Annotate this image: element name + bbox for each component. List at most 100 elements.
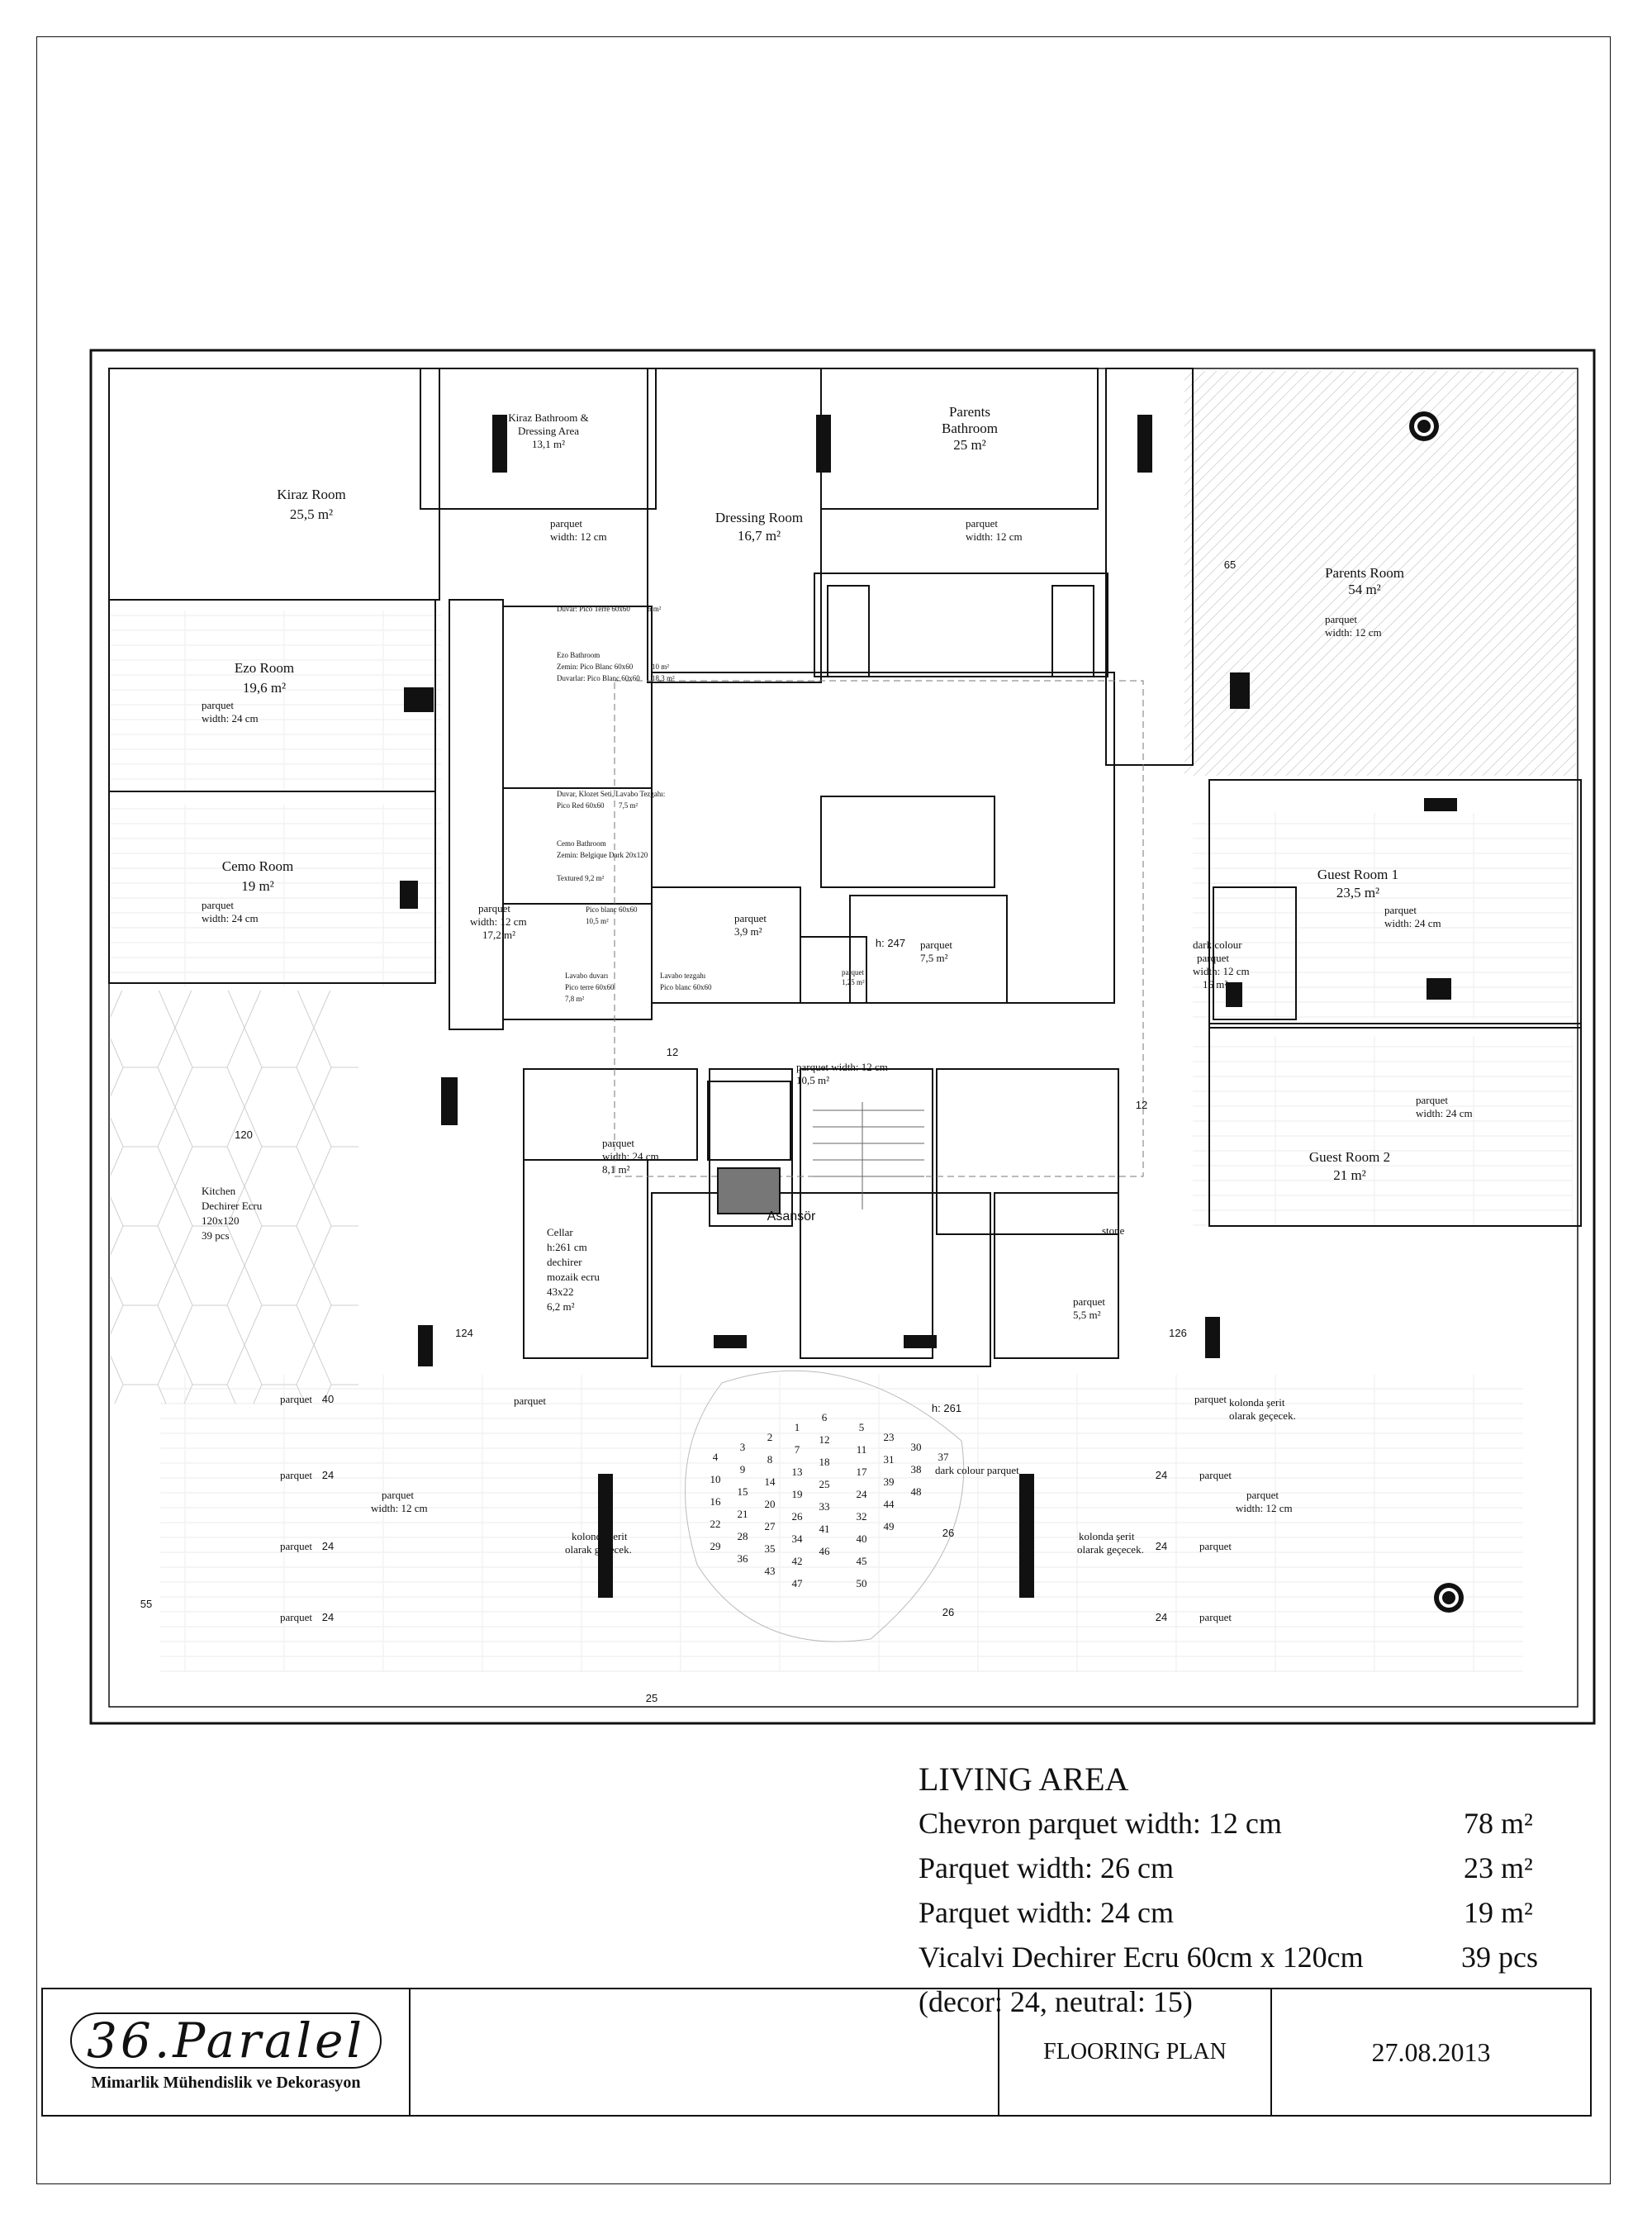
outer-wall (89, 349, 1596, 1725)
tile-number: 18 (819, 1456, 830, 1468)
ezo-bath-1: Ezo Bathroom (557, 651, 600, 659)
guest-room-2-width: width: 24 cm (1416, 1107, 1473, 1119)
cellar-line6: 6,2 m² (547, 1300, 575, 1313)
tile-number: 17 (857, 1466, 868, 1478)
drawing-sheet: Kiraz Room 25,5 m² Dressing Room 16,7 m²… (36, 36, 1611, 2184)
small-c-area: 1,25 m² (842, 978, 865, 986)
living-left-b: width: 12 cm (371, 1502, 428, 1514)
height-261: h: 261 (932, 1402, 961, 1414)
tile-number: 48 (911, 1485, 922, 1498)
guest-room-1-area: 23,5 m² (1336, 885, 1379, 900)
ezo-room-area: 19,6 m² (243, 680, 286, 696)
tile-number: 31 (884, 1453, 895, 1466)
cemo-room-parquet (111, 805, 441, 986)
tile-number: 15 (738, 1485, 748, 1498)
summary-row-label: Parquet width: 24 cm (919, 1896, 1174, 1929)
kitchen-line1: Kitchen (202, 1185, 236, 1197)
ezo-bath-3a: 18,3 m² (652, 674, 675, 682)
title-block-blank (411, 1989, 999, 2115)
ezo-room-name: Ezo Room (235, 660, 294, 676)
tile-number: 19 (792, 1488, 803, 1500)
pico-blanc-2: 10,5 m² (586, 917, 609, 925)
lavabo-duvari-3: 7,8 m² (565, 995, 585, 1003)
hall-parquet-b: width: 12 cm (470, 915, 527, 928)
ezo-bath-2a: 10 m² (652, 663, 669, 671)
tile-number: 42 (792, 1555, 803, 1567)
company-subtitle: Mimarlik Mühendislik ve Dekorasyon (91, 2073, 361, 2092)
guest-room-2-floor: parquet (1416, 1094, 1448, 1106)
summary-row: Chevron parquet width: 12 cm 78 m² (919, 1801, 1538, 1846)
dressing-parquet-a: parquet (966, 517, 998, 530)
floor-plan: Kiraz Room 25,5 m² Dressing Room 16,7 m²… (36, 36, 1611, 2184)
small-a-floor: parquet (734, 912, 767, 924)
dark-colour-c: width: 12 cm (1193, 965, 1250, 977)
cellar-line2: h:261 cm (547, 1241, 587, 1253)
lavabo-tezgahi-1: Lavabo tezgahı (660, 972, 706, 980)
tile-number: 6 (822, 1411, 828, 1423)
tile-number: 21 (738, 1508, 748, 1520)
tile-number: 12 (819, 1433, 830, 1446)
elevator-label: Asansör (767, 1209, 816, 1224)
tile-number: 10 (710, 1473, 721, 1485)
interior-walls (108, 368, 1582, 1367)
hall-parquet-c: 17,2 m² (482, 929, 515, 941)
pantry-c: 8,1 m² (602, 1163, 630, 1176)
summary-row-value: 19 m² (1464, 1896, 1533, 1929)
stone-label: stone (1102, 1224, 1125, 1237)
kiraz-room-area: 25,5 m² (290, 506, 333, 522)
parquet-row-r3: parquet (1199, 1540, 1232, 1552)
tile-number: 38 (911, 1463, 922, 1475)
kiraz-parquet-b: width: 12 cm (550, 530, 607, 543)
tile-number: 24 (857, 1488, 868, 1500)
tile-number: 39 (884, 1475, 895, 1488)
pantry-a: parquet (602, 1137, 634, 1149)
kiraz-bath-area: 13,1 m² (532, 438, 565, 450)
living-right-b: width: 12 cm (1236, 1502, 1293, 1514)
living-area-summary: LIVING AREA Chevron parquet width: 12 cm… (919, 1758, 1538, 2024)
guest-room-1-parquet (1193, 813, 1573, 1019)
dark-colour-b: parquet (1197, 952, 1229, 964)
small-b-area: 7,5 m² (920, 952, 948, 964)
parquet-row-2: parquet (280, 1469, 312, 1481)
tile-number: 11 (857, 1443, 867, 1456)
company-logo: 36.Paralel (70, 2012, 382, 2069)
dim-65: 65 (1224, 558, 1236, 571)
dim-124: 124 (455, 1327, 473, 1339)
parquet-row-1b: parquet (514, 1395, 546, 1407)
tile-number: 30 (911, 1441, 922, 1453)
cemo-bath-2: Zemin: Belgique Dark 20x120 (557, 851, 648, 859)
kiraz-bath-line1: Kiraz Bathroom & (508, 411, 588, 424)
parquet-row-r1: parquet (1194, 1393, 1227, 1405)
dim-24-b: 24 (322, 1540, 334, 1552)
dim-26-b: 26 (942, 1606, 954, 1618)
living-right-a: parquet (1246, 1489, 1279, 1501)
cellar-line1: Cellar (547, 1226, 573, 1238)
wc-parquet-a: parquet (1073, 1295, 1105, 1308)
tile-number: 22 (710, 1518, 721, 1530)
kiraz-parquet-a: parquet (550, 517, 582, 530)
stairs (813, 1102, 924, 1209)
tile-number: 32 (857, 1510, 867, 1523)
title-block: 36.Paralel Mimarlik Mühendislik ve Dekor… (41, 1988, 1592, 2117)
pico-blanc-1: Pico blanc 60x60 (586, 905, 638, 914)
summary-row-value: 23 m² (1464, 1851, 1533, 1884)
summary-row: Parquet width: 24 cm 19 m² (919, 1890, 1538, 1935)
tile-number: 45 (857, 1555, 867, 1567)
parents-room-width: width: 12 cm (1325, 626, 1382, 639)
tile-number: 23 (884, 1431, 895, 1443)
parents-bath-area: 25 m² (953, 437, 986, 453)
dim-12-a: 12 (667, 1046, 678, 1058)
small-b-floor: parquet (920, 938, 952, 951)
tile-number: 29 (710, 1540, 721, 1552)
tile-number: 26 (792, 1510, 804, 1523)
kolonda-top-1: kolonda şerit (1229, 1396, 1285, 1409)
corridor-b: 10,5 m² (796, 1074, 829, 1086)
dim-25: 25 (646, 1692, 657, 1704)
dressing-room-area: 16,7 m² (738, 528, 781, 544)
dim-126: 126 (1169, 1327, 1187, 1339)
kitchen-hex-tiles (111, 991, 358, 1404)
ezo-bath-2: Zemin: Pico Blanc 60x60 (557, 663, 634, 671)
kitchen-line3: 120x120 (202, 1214, 240, 1227)
tile-number: 50 (857, 1577, 867, 1589)
cemo-bath-wall-2: Pico Red 60x60 (557, 801, 605, 810)
